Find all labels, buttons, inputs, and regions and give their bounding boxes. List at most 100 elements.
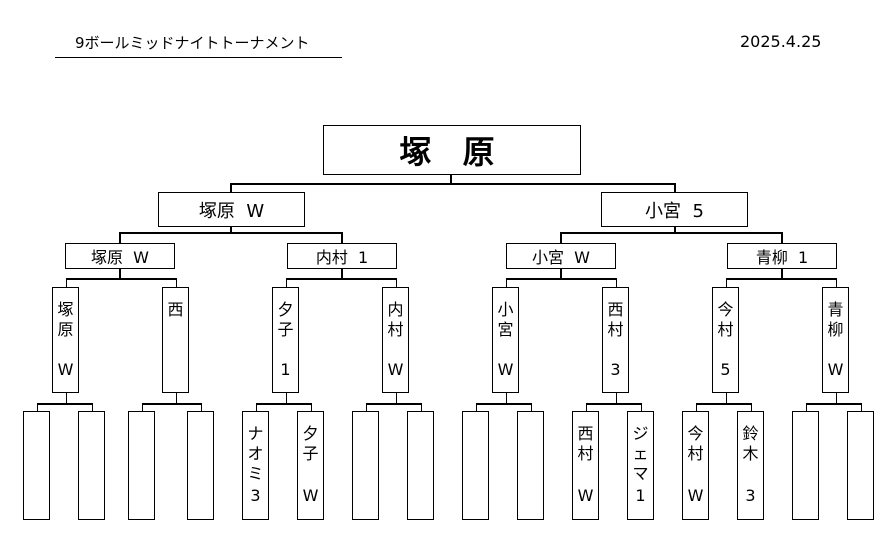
round1-player-name: 内 村	[387, 300, 404, 339]
bracket-line	[725, 393, 727, 404]
entry-result-mark: 1	[635, 486, 646, 505]
bracket-line	[420, 403, 422, 412]
bracket-line	[505, 278, 616, 280]
entry-player-box	[792, 411, 819, 520]
round1-result-mark: W	[57, 360, 74, 379]
entry-player-box: 夕 子 W	[297, 411, 324, 520]
bracket-line	[585, 403, 641, 405]
round1-player-box: 塚 原 W	[52, 287, 79, 393]
bracket-line	[450, 174, 452, 184]
entry-player-box: ナ オ ミ 3	[242, 411, 269, 520]
bracket-line	[781, 268, 783, 279]
bracket-line	[285, 278, 287, 288]
bracket-line	[674, 183, 676, 193]
bracket-line	[560, 232, 782, 234]
bracket-line	[615, 393, 617, 404]
bracket-line	[805, 403, 807, 412]
bracket-line	[255, 403, 311, 405]
bracket-line	[530, 403, 532, 412]
entry-player-name: 西 村	[577, 424, 594, 463]
entry-player-box	[517, 411, 544, 520]
round1-result-mark: 5	[720, 360, 731, 379]
bracket-line	[285, 278, 396, 280]
bracket-line	[835, 393, 837, 404]
bracket-line	[36, 403, 38, 412]
entry-player-box	[352, 411, 379, 520]
entry-result-mark: W	[687, 486, 704, 505]
bracket-line	[175, 278, 177, 288]
round1-result-mark: 3	[610, 360, 621, 379]
round1-player-name: 夕 子	[277, 300, 294, 339]
entry-player-box	[128, 411, 155, 520]
entry-player-box	[462, 411, 489, 520]
tournament-date: 2025.4.25	[740, 32, 822, 51]
bracket-line	[65, 278, 176, 280]
entry-player-box: 今 村 W	[682, 411, 709, 520]
bracket-line	[835, 278, 837, 288]
round1-player-box: 内 村 W	[382, 287, 409, 393]
bracket-line	[505, 393, 507, 404]
bracket-line	[175, 393, 177, 404]
bracket-line	[585, 403, 587, 412]
entry-player-name: ジ ェ マ	[632, 424, 649, 483]
bracket-line	[141, 403, 201, 405]
bracket-line	[725, 278, 836, 280]
bracket-line	[475, 403, 531, 405]
round1-player-name: 西	[167, 300, 184, 319]
bracket-line	[805, 403, 861, 405]
title-underline	[55, 57, 342, 58]
champion-box: 塚 原	[323, 125, 581, 175]
bracket-line	[395, 393, 397, 404]
entry-player-box	[187, 411, 214, 520]
bracket-line	[505, 278, 507, 288]
quarterfinal-1-box: 塚原 W	[65, 243, 175, 269]
entry-result-mark: W	[302, 486, 319, 505]
round1-player-box: 西	[162, 287, 189, 393]
entry-result-mark: 3	[745, 486, 756, 505]
bracket-line	[119, 268, 121, 279]
entry-player-box	[78, 411, 105, 520]
round1-result-mark: 1	[280, 360, 291, 379]
round1-player-name: 塚 原	[57, 300, 74, 339]
bracket-line	[615, 278, 617, 288]
round1-player-name: 西 村	[607, 300, 624, 339]
bracket-line	[119, 232, 342, 234]
round1-player-name: 小 宮	[497, 300, 514, 339]
bracket-line	[560, 268, 562, 279]
entry-player-box: ジ ェ マ 1	[627, 411, 654, 520]
bracket-line	[230, 226, 232, 233]
bracket-line	[341, 268, 343, 279]
bracket-line	[750, 403, 752, 412]
round1-result-mark: W	[827, 360, 844, 379]
bracket-line	[695, 403, 697, 412]
bracket-line	[310, 403, 312, 412]
round1-player-box: 夕 子 1	[272, 287, 299, 393]
round1-result-mark: W	[497, 360, 514, 379]
bracket-line	[860, 403, 862, 412]
bracket-line	[725, 278, 727, 288]
round1-player-box: 西 村 3	[602, 287, 629, 393]
semifinal-left-box: 塚原 W	[158, 192, 305, 227]
bracket-line	[200, 403, 202, 412]
entry-player-name: ナ オ ミ	[247, 424, 264, 483]
entry-player-name: 夕 子	[302, 424, 319, 463]
entry-player-name: 今 村	[687, 424, 704, 463]
bracket-line	[365, 403, 367, 412]
bracket-line	[255, 403, 257, 412]
bracket-line	[230, 183, 675, 185]
entry-player-box	[407, 411, 434, 520]
entry-player-box	[847, 411, 874, 520]
bracket-line	[285, 393, 287, 404]
round1-result-mark: W	[387, 360, 404, 379]
bracket-line	[141, 403, 143, 412]
bracket-line	[36, 403, 92, 405]
bracket-line	[475, 403, 477, 412]
entry-player-box	[23, 411, 50, 520]
entry-result-mark: 3	[250, 486, 261, 505]
bracket-line	[560, 232, 562, 244]
bracket-line	[674, 226, 676, 233]
